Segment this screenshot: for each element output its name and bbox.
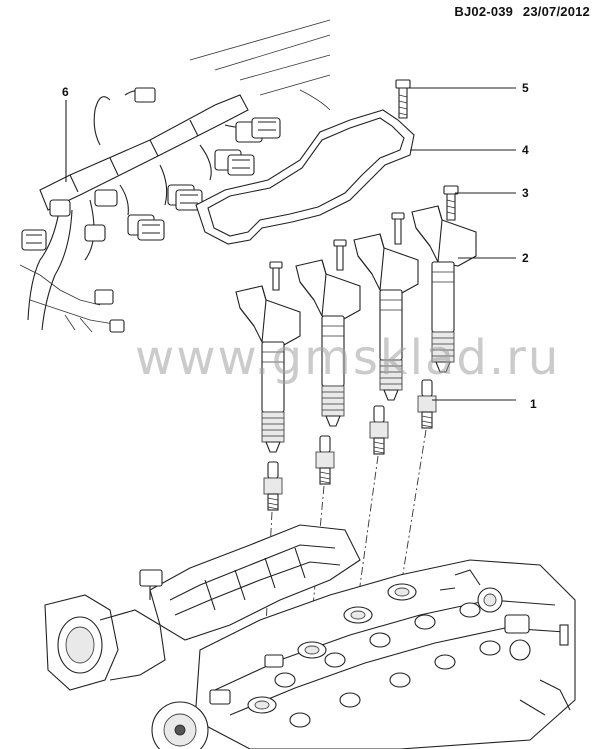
engine-assembly <box>44 524 576 749</box>
callout-2: 2 <box>522 251 529 265</box>
cover-bolt <box>395 79 411 119</box>
spark-plug-2 <box>315 435 335 485</box>
spark-plug-4 <box>417 379 437 429</box>
ignition-coil-1 <box>235 285 301 453</box>
callout-5: 5 <box>522 81 529 95</box>
callout-4: 4 <box>522 143 529 157</box>
ignition-coil-2 <box>295 259 361 427</box>
watermark-text: www.gmsklad.ru <box>135 330 561 386</box>
spark-plug-3 <box>369 405 389 455</box>
callout-leaders <box>65 87 516 401</box>
callout-6: 6 <box>62 85 69 99</box>
ignition-harness <box>19 19 331 333</box>
drawing-date: 23/07/2012 <box>522 4 590 19</box>
callout-1: 1 <box>530 397 537 411</box>
drawing-header: BJ02-039 23/07/2012 <box>448 4 590 19</box>
callout-3: 3 <box>522 186 529 200</box>
ignition-coil-4 <box>411 205 477 373</box>
spark-plug-1 <box>263 461 283 511</box>
coil-bolts-set <box>269 212 405 291</box>
drawing-code: BJ02-039 <box>454 4 514 19</box>
ignition-coil-3 <box>353 233 419 401</box>
cover-gasket <box>195 109 415 245</box>
coil-bolt <box>443 185 459 221</box>
